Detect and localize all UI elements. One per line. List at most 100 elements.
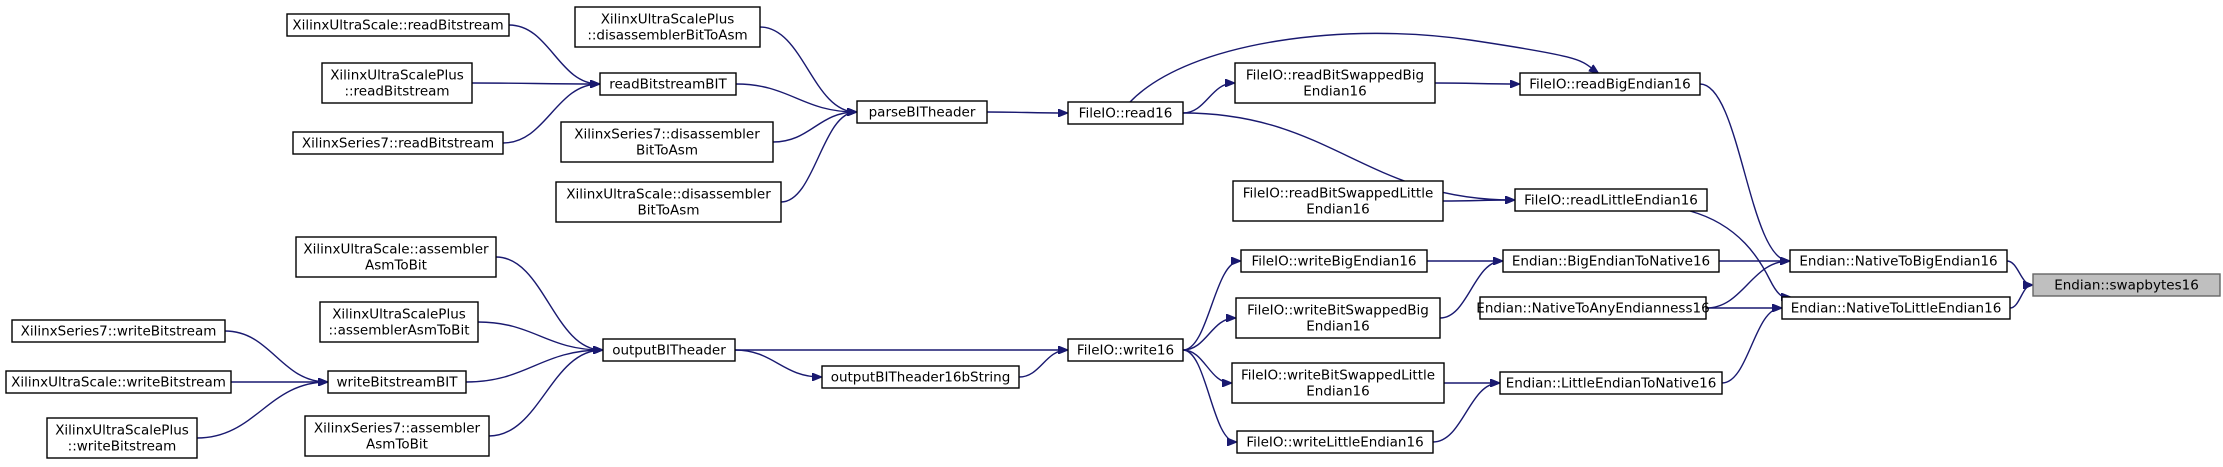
node-native-to-big-endian16[interactable]: Endian::NativeToBigEndian16 xyxy=(1789,249,2008,273)
node-box xyxy=(1781,296,2011,320)
node-label: FileIO::read16 xyxy=(1079,106,1173,122)
edge-write16-to-write-big-endian16 xyxy=(1182,261,1240,351)
node-label: AsmToBit xyxy=(365,258,427,274)
node-big-endian-to-native16[interactable]: Endian::BigEndianToNative16 xyxy=(1502,249,1720,273)
node-swapbytes16[interactable]: Endian::swapbytes16 xyxy=(2032,273,2221,297)
node-label: XilinxUltraScalePlus xyxy=(332,307,466,323)
node-output-bitheader[interactable]: outputBITheader xyxy=(602,338,736,362)
node-label: Endian16 xyxy=(1306,384,1369,400)
node-box xyxy=(1789,249,2008,273)
node-xus-disassembler-bit-to-asm[interactable]: XilinxUltraScale::disassemblerBitToAsm xyxy=(555,181,782,223)
node-xus-read-bitstream[interactable]: XilinxUltraScale::readBitstream xyxy=(286,13,510,37)
node-label: Endian::NativeToAnyEndianness16 xyxy=(1476,301,1709,317)
edge-xs7-assembler-asm-to-bit-to-output-bitheader xyxy=(488,350,602,437)
node-box xyxy=(1067,338,1184,362)
node-label: ::assemblerAsmToBit xyxy=(328,323,469,339)
node-xus-assembler-asm-to-bit[interactable]: XilinxUltraScale::assemblerAsmToBit xyxy=(295,236,497,278)
node-box xyxy=(574,6,761,48)
node-box xyxy=(2032,273,2221,297)
node-xus-write-bitstream[interactable]: XilinxUltraScale::writeBitstream xyxy=(5,370,232,394)
node-label: outputBITheader xyxy=(612,343,726,359)
node-write-little-endian16[interactable]: FileIO::writeLittleEndian16 xyxy=(1236,430,1434,454)
node-label: FileIO::writeLittleEndian16 xyxy=(1246,435,1423,451)
node-xusp-write-bitstream[interactable]: XilinxUltraScalePlus::writeBitstream xyxy=(46,417,198,459)
node-box xyxy=(1514,188,1708,212)
node-box xyxy=(1502,249,1720,273)
edge-xs7-disassembler-bit-to-asm-to-parse-bitheader xyxy=(772,112,856,143)
node-xs7-assembler-asm-to-bit[interactable]: XilinxSeries7::assemblerAsmToBit xyxy=(304,415,490,457)
node-box xyxy=(295,236,497,278)
edge-output-bitheader-to-output-bitheader16b-string xyxy=(734,349,821,377)
node-label: XilinxUltraScale::disassembler xyxy=(566,187,771,203)
node-xs7-disassembler-bit-to-asm[interactable]: XilinxSeries7::disassemblerBitToAsm xyxy=(560,121,774,163)
node-xs7-read-bitstream[interactable]: XilinxSeries7::readBitstream xyxy=(292,131,504,155)
edge-native-to-little-endian16-to-swapbytes16 xyxy=(2009,285,2032,309)
node-box xyxy=(602,338,736,362)
node-read-bitstream-bit[interactable]: readBitstreamBIT xyxy=(599,72,737,96)
node-write-big-endian16[interactable]: FileIO::writeBigEndian16 xyxy=(1240,249,1428,273)
node-label: outputBITheader16bString xyxy=(831,370,1011,386)
node-read-little-endian16[interactable]: FileIO::readLittleEndian16 xyxy=(1514,188,1708,212)
node-label: XilinxUltraScalePlus xyxy=(55,423,189,439)
node-label: XilinxUltraScalePlus xyxy=(330,68,464,84)
node-box xyxy=(599,72,737,96)
node-label: FileIO::writeBigEndian16 xyxy=(1252,254,1417,270)
node-output-bitheader16b-string[interactable]: outputBITheader16bString xyxy=(821,365,1020,389)
node-label: FileIO::readBitSwappedLittle xyxy=(1243,186,1434,202)
edge-output-bitheader16b-string-to-write16 xyxy=(1018,350,1067,378)
edge-native-to-big-endian16-to-swapbytes16 xyxy=(2006,260,2032,285)
node-xusp-read-bitstream[interactable]: XilinxUltraScalePlus::readBitstream xyxy=(321,62,473,104)
node-label: BitToAsm xyxy=(638,203,700,219)
node-label: FileIO::writeBitSwappedBig xyxy=(1247,303,1429,319)
node-label: writeBitstreamBIT xyxy=(336,375,458,391)
node-label: XilinxUltraScale::assembler xyxy=(303,242,489,258)
node-label: XilinxUltraScale::writeBitstream xyxy=(11,375,226,391)
node-write-bitstream-bit[interactable]: writeBitstreamBIT xyxy=(327,370,467,394)
node-box xyxy=(1479,296,1707,320)
node-label: FileIO::readLittleEndian16 xyxy=(1524,193,1698,209)
node-xusp-disassembler-bit-to-asm[interactable]: XilinxUltraScalePlus::disassemblerBitToA… xyxy=(574,6,761,48)
node-read16[interactable]: FileIO::read16 xyxy=(1067,101,1184,125)
node-parse-bitheader[interactable]: parseBITheader xyxy=(856,100,988,124)
node-little-endian-to-native16[interactable]: Endian::LittleEndianToNative16 xyxy=(1499,371,1723,395)
node-write16[interactable]: FileIO::write16 xyxy=(1067,338,1184,362)
node-label: ::readBitstream xyxy=(344,84,449,100)
edge-write-bitstream-bit-to-output-bitheader xyxy=(465,350,602,383)
node-read-big-endian16[interactable]: FileIO::readBigEndian16 xyxy=(1519,72,1701,96)
edge-read-bitstream-bit-to-parse-bitheader xyxy=(735,83,856,112)
node-box xyxy=(1231,362,1445,404)
node-box xyxy=(555,181,782,223)
node-xs7-write-bitstream[interactable]: XilinxSeries7::writeBitstream xyxy=(11,319,226,343)
node-box xyxy=(1499,371,1723,395)
node-box xyxy=(856,100,988,124)
node-native-to-any-endianness16[interactable]: Endian::NativeToAnyEndianness16 xyxy=(1476,296,1710,320)
node-label: XilinxSeries7::writeBitstream xyxy=(21,324,217,340)
node-box xyxy=(1232,180,1444,222)
edge-xs7-read-bitstream-to-read-bitstream-bit xyxy=(502,84,599,144)
nodes-layer: Endian::swapbytes16 Endian::NativeToBigEn… xyxy=(5,6,2221,459)
node-box xyxy=(1067,101,1184,125)
node-label: Endian16 xyxy=(1306,202,1369,218)
edge-xus-disassembler-bit-to-asm-to-parse-bitheader xyxy=(780,112,856,203)
edge-xs7-write-bitstream-to-write-bitstream-bit xyxy=(224,330,327,382)
edge-write16-to-write-bit-swapped-big-endian16 xyxy=(1182,318,1235,351)
node-box xyxy=(327,370,467,394)
node-native-to-little-endian16[interactable]: Endian::NativeToLittleEndian16 xyxy=(1781,296,2011,320)
node-xusp-assembler-asm-to-bit[interactable]: XilinxUltraScalePlus::assemblerAsmToBit xyxy=(319,301,479,343)
node-label: XilinxSeries7::assembler xyxy=(314,421,481,437)
edge-xusp-assembler-asm-to-bit-to-output-bitheader xyxy=(477,321,602,350)
edge-xusp-read-bitstream-to-read-bitstream-bit xyxy=(471,83,599,84)
node-box xyxy=(11,319,226,343)
node-box xyxy=(1234,62,1436,104)
node-label: Endian::LittleEndianToNative16 xyxy=(1506,376,1717,392)
node-label: ::disassemblerBitToAsm xyxy=(587,28,747,44)
node-box xyxy=(821,365,1020,389)
node-box xyxy=(1240,249,1428,273)
edge-read16-to-read-bit-swapped-big-endian16 xyxy=(1182,83,1234,114)
node-box xyxy=(1236,430,1434,454)
edge-read-bit-swapped-big-endian16-to-read-big-endian16 xyxy=(1434,83,1519,84)
